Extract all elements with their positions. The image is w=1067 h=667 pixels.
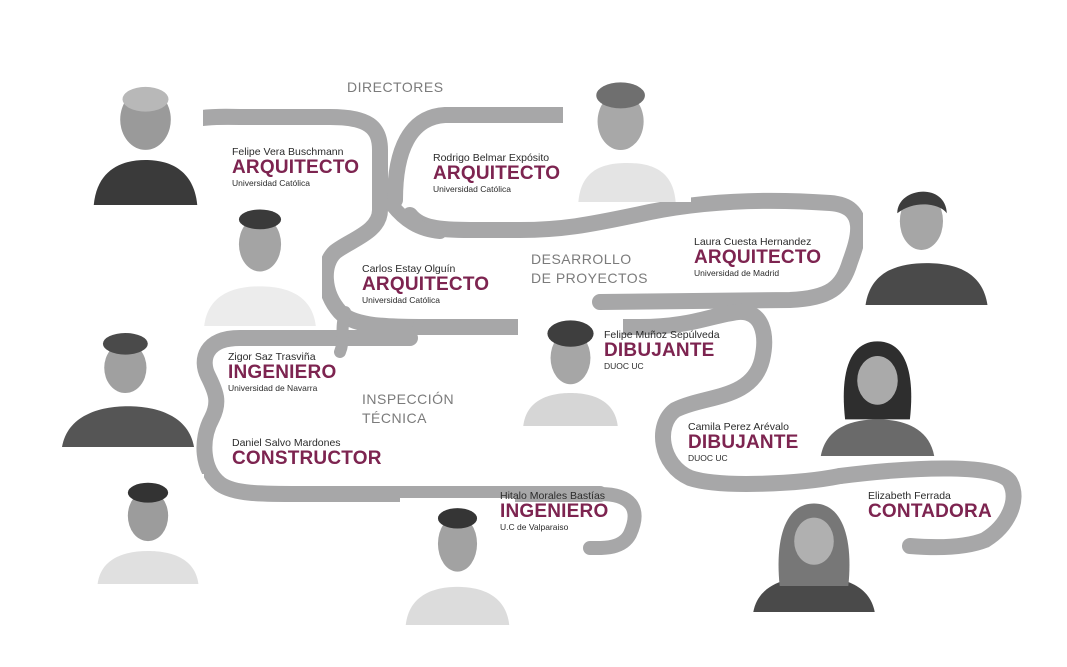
person-daniel-salvo: Daniel Salvo Mardones CONSTRUCTOR [232, 437, 382, 469]
person-hitalo-morales: Hitalo Morales Bastías INGENIERO U.C de … [500, 490, 608, 532]
section-directores: DIRECTORES [347, 78, 444, 97]
photo-laura-cuesta [863, 174, 990, 305]
person-role: DIBUJANTE [604, 340, 715, 361]
person-elizabeth-ferrada: Elizabeth Ferrada CONTADORA [868, 490, 992, 522]
person-rodrigo-belmar: Rodrigo Belmar Expósito ARQUITECTO Unive… [433, 152, 560, 194]
person-org: Universidad Católica [232, 178, 310, 188]
person-name: Camila Perez Arévalo [688, 421, 789, 433]
person-role: DIBUJANTE [688, 432, 799, 453]
person-org: Universidad de Madrid [694, 268, 780, 278]
person-name: Zigor Saz Trasviña [228, 351, 316, 363]
section-inspeccion-line1: INSPECCIÓN [362, 391, 455, 407]
photo-hitalo-morales [400, 498, 515, 625]
person-laura-cuesta: Laura Cuesta Hernandez ARQUITECTO Univer… [694, 236, 821, 278]
photo-camila-perez [810, 334, 945, 456]
person-carlos-estay: Carlos Estay Olguín ARQUITECTO Universid… [362, 263, 489, 305]
person-name: Daniel Salvo Mardones [232, 437, 341, 449]
person-felipe-vera: Felipe Vera Buschmann ARQUITECTO Univers… [232, 146, 359, 188]
person-org: Universidad Católica [433, 184, 511, 194]
person-name: Felipe Vera Buschmann [232, 146, 344, 158]
person-role: ARQUITECTO [694, 247, 822, 268]
person-role: ARQUITECTO [232, 157, 360, 178]
person-role: INGENIERO [228, 362, 337, 383]
photo-felipe-munoz [518, 316, 623, 426]
person-org: U.C de Valparaiso [500, 522, 569, 532]
person-role: ARQUITECTO [433, 163, 561, 184]
person-felipe-munoz: Felipe Muñoz Sepúlveda DIBUJANTE DUOC UC [604, 329, 720, 371]
person-name: Elizabeth Ferrada [868, 490, 951, 502]
photo-elizabeth-ferrada [748, 494, 880, 612]
photo-daniel-salvo [92, 474, 204, 584]
photo-carlos-estay [198, 202, 322, 326]
person-role: CONTADORA [868, 501, 992, 522]
person-role: ARQUITECTO [362, 274, 490, 295]
photo-felipe-vera [88, 70, 203, 205]
section-inspeccion: INSPECCIÓN TÉCNICA [362, 390, 454, 428]
person-org: DUOC UC [604, 361, 644, 371]
person-name: Rodrigo Belmar Expósito [433, 152, 550, 164]
section-inspeccion-line2: TÉCNICA [362, 410, 427, 426]
person-role: INGENIERO [500, 501, 609, 522]
photo-zigor-saz [62, 327, 194, 447]
section-desarrollo-line1: DESARROLLO [531, 251, 632, 267]
person-name: Carlos Estay Olguín [362, 263, 456, 275]
person-zigor-saz: Zigor Saz Trasviña INGENIERO Universidad… [228, 351, 336, 393]
person-role: CONSTRUCTOR [232, 448, 382, 469]
section-desarrollo-line2: DE PROYECTOS [531, 270, 648, 286]
person-org: Universidad Católica [362, 295, 440, 305]
person-name: Felipe Muñoz Sepúlveda [604, 329, 720, 341]
person-org: DUOC UC [688, 453, 728, 463]
section-directores-label: DIRECTORES [347, 79, 444, 95]
section-desarrollo: DESARROLLO DE PROYECTOS [531, 250, 648, 288]
person-camila-perez: Camila Perez Arévalo DIBUJANTE DUOC UC [688, 421, 799, 463]
person-org: Universidad de Navarra [228, 383, 318, 393]
person-name: Laura Cuesta Hernandez [694, 236, 812, 248]
photo-rodrigo-belmar [563, 72, 691, 202]
person-name: Hitalo Morales Bastías [500, 490, 606, 502]
